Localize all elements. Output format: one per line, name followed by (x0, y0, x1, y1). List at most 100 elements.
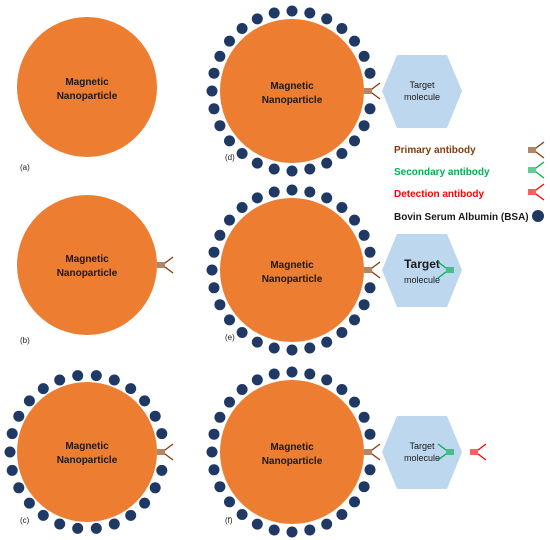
bsa-dot (349, 135, 360, 147)
legend-secondary-antibody-icon (528, 161, 545, 179)
legend-detection-label: Detection antibody (394, 189, 484, 200)
bsa-dot (236, 327, 248, 338)
panel-label-b: (b) (20, 336, 30, 345)
bsa-dot (214, 50, 226, 62)
primary-antibody-d (364, 82, 381, 100)
bsa-dot (268, 342, 280, 354)
bsa-dot (251, 157, 263, 169)
bsa-layer-f (206, 366, 376, 538)
legend-bsa-label: Bovin Serum Albumin (BSA) (394, 212, 529, 223)
bsa-dot (13, 410, 25, 422)
target-d-line1: Target (409, 80, 435, 90)
bsa-dot (149, 410, 161, 422)
antibody-stroke (157, 256, 174, 274)
legend-primary-label: Primary antibody (394, 145, 476, 156)
primary-antibody-c (157, 443, 174, 461)
bsa-dot (236, 23, 248, 34)
bsa-dot (321, 13, 333, 25)
nanoparticle-d-line2: Nanoparticle (262, 95, 323, 106)
legend: Primary antibody Secondary antibody Dete… (394, 141, 545, 223)
bsa-dot (336, 384, 348, 395)
bsa-dot (37, 509, 49, 521)
bsa-dot (364, 464, 376, 476)
bsa-dot (149, 482, 161, 494)
bsa-dot (286, 165, 298, 177)
bsa-dot (206, 85, 218, 97)
bsa-dot (268, 368, 280, 380)
bsa-dot (214, 299, 226, 311)
bsa-dot (13, 482, 25, 494)
detection-antibody-f (470, 443, 487, 461)
bsa-dot (358, 299, 370, 311)
bsa-dot (214, 120, 226, 132)
panel-label-e: (e) (225, 333, 235, 342)
target-molecule-e (382, 234, 462, 307)
bsa-dot (268, 524, 280, 536)
nanoparticle-a-line1: Magnetic (65, 77, 109, 88)
panel-b: Magnetic Nanoparticle (b) (17, 195, 174, 345)
bsa-dot (156, 464, 168, 476)
bsa-dot (23, 497, 35, 509)
bsa-dot (304, 524, 316, 536)
legend-bsa-dot-icon (532, 210, 544, 222)
nanoparticle-a-line2: Nanoparticle (57, 91, 118, 102)
antibody-stroke (437, 443, 454, 461)
bsa-dot (304, 368, 316, 380)
bsa-dot (251, 374, 263, 386)
bsa-dot (214, 411, 226, 423)
antibody-stroke (364, 82, 381, 100)
antibody-stroke (470, 443, 487, 461)
bsa-layer-e (206, 184, 376, 356)
panel-d: Magnetic Nanoparticle Target molecule (d… (220, 19, 462, 163)
bsa-dot (72, 522, 84, 534)
bsa-dot (336, 202, 348, 213)
bsa-dot (349, 214, 360, 226)
bsa-dot (349, 396, 360, 408)
bsa-dot (6, 464, 18, 476)
nanoparticle-b (17, 195, 157, 335)
target-f-line2: molecule (404, 453, 440, 463)
bsa-dot (125, 509, 137, 521)
bsa-dot (251, 192, 263, 204)
bsa-dot (251, 336, 263, 348)
bsa-dot (364, 103, 376, 115)
nanoparticle-c (17, 382, 157, 522)
bsa-dot (224, 35, 235, 47)
bsa-dot (4, 446, 16, 458)
bsa-dot (321, 374, 333, 386)
bsa-dot (108, 518, 120, 530)
target-e-line1: Target (404, 257, 440, 271)
nanoparticle-f-line2: Nanoparticle (262, 456, 323, 467)
antibody-stroke (528, 161, 545, 179)
bsa-dot (321, 336, 333, 348)
bsa-dot (156, 428, 168, 440)
bsa-dot (286, 344, 298, 356)
nanoparticle-e-line2: Nanoparticle (262, 274, 323, 285)
bsa-dot (208, 464, 220, 476)
bsa-dot (364, 428, 376, 440)
bsa-dot (286, 366, 298, 378)
bsa-dot (364, 67, 376, 79)
panel-label-c: (c) (20, 516, 30, 525)
legend-primary-antibody-icon (528, 141, 545, 159)
bsa-dot (208, 428, 220, 440)
bsa-dot (286, 184, 298, 196)
target-f-line1: Target (409, 441, 435, 451)
bsa-dot (236, 202, 248, 213)
bsa-dot (358, 50, 370, 62)
secondary-antibody-f (437, 443, 454, 461)
bsa-dot (321, 157, 333, 169)
target-d-line2: molecule (404, 92, 440, 102)
target-molecule-f (382, 416, 462, 489)
bsa-dot (251, 13, 263, 25)
bsa-dot (268, 186, 280, 198)
panel-label-d: (d) (225, 153, 235, 162)
bsa-dot (224, 314, 235, 326)
antibody-stroke (437, 261, 454, 279)
antibody-stroke (528, 183, 545, 201)
target-molecule-d (382, 55, 462, 128)
bsa-dot (224, 214, 235, 226)
bsa-dot (208, 103, 220, 115)
bsa-dot (90, 370, 102, 382)
